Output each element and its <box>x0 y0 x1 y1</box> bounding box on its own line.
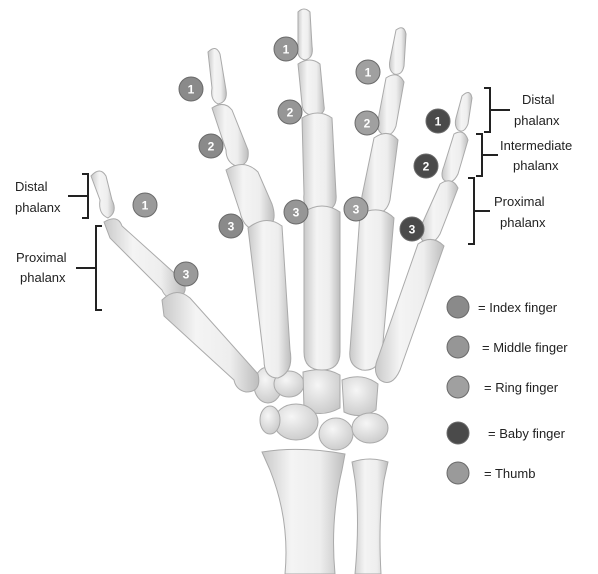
middle-finger-bones <box>298 9 340 370</box>
badge-number: 1 <box>142 199 149 213</box>
thumb-distal-bracket <box>68 174 88 218</box>
right-intermediate-label-2: phalanx <box>513 158 559 173</box>
legend-item-middle: = Middle finger <box>447 336 568 358</box>
badge-number: 2 <box>287 106 294 120</box>
badge-number: 1 <box>435 115 442 129</box>
badge-baby-proximal: 3 <box>400 217 424 241</box>
legend-item-baby: = Baby finger <box>447 422 566 444</box>
legend-item-ring: = Ring finger <box>447 376 559 398</box>
legend-label: = Ring finger <box>484 380 559 395</box>
legend-swatch <box>447 376 469 398</box>
badge-ring-intermediate: 2 <box>355 111 379 135</box>
badge-number: 3 <box>409 223 416 237</box>
badge-index-intermediate: 2 <box>199 134 223 158</box>
badge-middle-intermediate: 2 <box>278 100 302 124</box>
right-distal-bracket <box>484 88 510 132</box>
badge-index-distal: 1 <box>179 77 203 101</box>
index-finger-bones <box>208 48 291 378</box>
legend-swatch <box>447 462 469 484</box>
badge-middle-proximal: 3 <box>284 200 308 224</box>
legend-swatch <box>447 296 469 318</box>
radius-bone <box>262 449 345 574</box>
legend-label: = Baby finger <box>488 426 566 441</box>
legend-swatch <box>447 336 469 358</box>
right-distal-label-2: phalanx <box>514 113 560 128</box>
legend-label: = Thumb <box>484 466 535 481</box>
badge-thumb-proximal: 3 <box>174 262 198 286</box>
right-proximal-label-2: phalanx <box>500 215 546 230</box>
right-distal-label-1: Distal <box>522 92 555 107</box>
right-proximal-bracket <box>468 178 490 244</box>
badge-baby-intermediate: 2 <box>414 154 438 178</box>
legend-label: = Index finger <box>478 300 558 315</box>
badge-number: 1 <box>283 43 290 57</box>
thumb-proximal-label-1: Proximal <box>16 250 67 265</box>
badge-thumb-distal: 1 <box>133 193 157 217</box>
badge-number: 3 <box>228 220 235 234</box>
badge-middle-distal: 1 <box>274 37 298 61</box>
thumb-bones <box>91 171 259 392</box>
legend-label: = Middle finger <box>482 340 568 355</box>
badge-index-proximal: 3 <box>219 214 243 238</box>
badge-number: 1 <box>365 66 372 80</box>
badge-number: 2 <box>364 117 371 131</box>
thumb-proximal-bracket <box>76 226 102 310</box>
ulna-bone <box>352 459 388 574</box>
badge-ring-distal: 1 <box>356 60 380 84</box>
right-intermediate-bracket <box>476 134 498 176</box>
right-intermediate-label-1: Intermediate <box>500 138 572 153</box>
badge-number: 3 <box>183 268 190 282</box>
badge-number: 2 <box>208 140 215 154</box>
carpal-bones <box>254 367 388 450</box>
legend-swatch <box>447 422 469 444</box>
thumb-distal-label-2: phalanx <box>15 200 61 215</box>
legend-item-thumb: = Thumb <box>447 462 535 484</box>
skeleton <box>91 9 472 574</box>
badge-number: 1 <box>188 83 195 97</box>
legend-item-index: = Index finger <box>447 296 558 318</box>
badge-number: 3 <box>353 203 360 217</box>
thumb-proximal-label-2: phalanx <box>20 270 66 285</box>
legend: = Index finger = Middle finger = Ring fing… <box>447 296 568 484</box>
thumb-distal-label-1: Distal <box>15 179 48 194</box>
right-proximal-label-1: Proximal <box>494 194 545 209</box>
bone-badges: 1 3 1 2 3 1 2 3 1 2 3 1 2 3 <box>133 37 450 286</box>
badge-ring-proximal: 3 <box>344 197 368 221</box>
badge-number: 3 <box>293 206 300 220</box>
badge-baby-distal: 1 <box>426 109 450 133</box>
badge-number: 2 <box>423 160 430 174</box>
